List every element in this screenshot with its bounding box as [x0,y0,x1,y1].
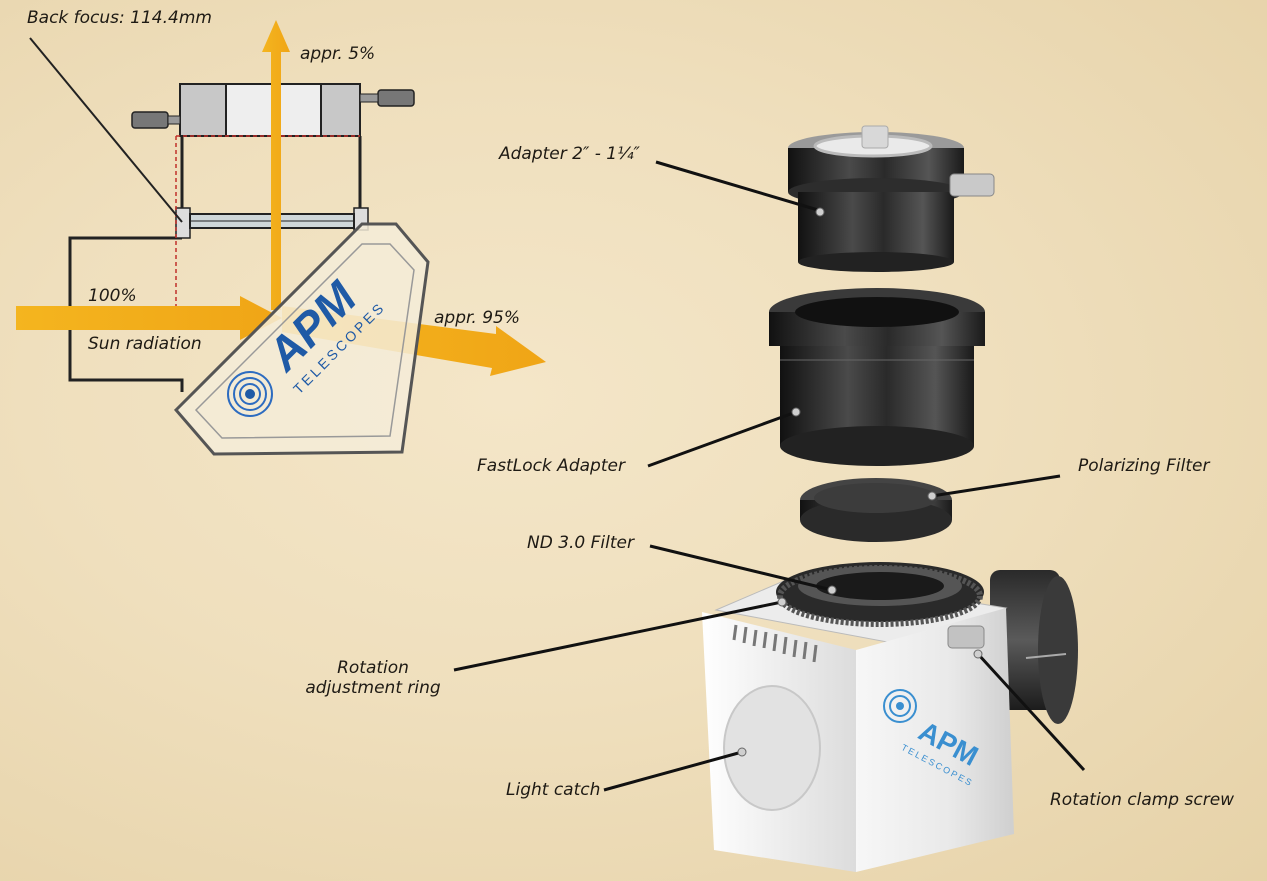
sun-radiation-label: Sun radiation [88,334,202,354]
clamp-screw [947,625,985,649]
rotation-ring-callout: Rotation adjustment ring [300,658,446,698]
incoming-beam [16,296,282,340]
rotation-ring-line2: adjustment ring [305,678,441,698]
rotation-ring-line1: Rotation [337,658,409,678]
adapter-part [788,125,995,272]
back-focus-label: Back focus: 114.4mm [27,8,212,28]
logo-rings-icon [227,371,273,417]
prism [173,222,430,456]
reflected-beam [262,20,290,310]
clamp-screw-callout: Rotation clamp screw [1050,790,1235,810]
light-catch-callout: Light catch [506,780,601,800]
back-focus-leader [29,37,183,223]
light-catch-disc [723,685,821,811]
adapter-callout: Adapter 2″ - 1¼″ [499,144,640,164]
knob-left [131,111,169,129]
polarizing-filter-part [800,478,952,542]
transmitted-percentage: appr. 95% [434,308,521,328]
nd-filter-callout: ND 3.0 Filter [527,533,634,553]
herschel-wedge-body: APM TELESCOPES [702,562,1078,872]
polarizing-callout: Polarizing Filter [1078,456,1210,476]
leader-lines [453,160,1086,792]
reflected-percentage: appr. 5% [300,44,376,64]
vent-slots [732,624,818,663]
schematic: APM TELESCOPES [16,20,546,456]
knob-right [377,89,415,107]
callout-dots [737,207,983,757]
fastlock-part [769,288,985,466]
housing-outline [68,236,184,392]
incoming-percentage: 100% [88,286,137,306]
fastlock-callout: FastLock Adapter [477,456,625,476]
